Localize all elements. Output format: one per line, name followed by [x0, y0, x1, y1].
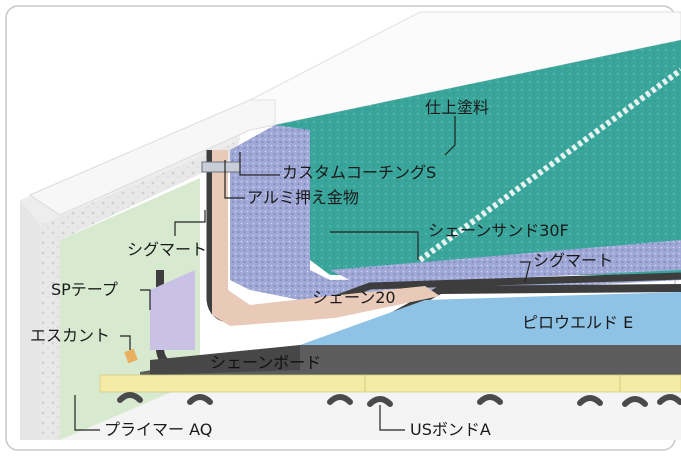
- shane-board-shadow: [150, 345, 300, 375]
- label-pirowelld: ピロウエルド E: [522, 313, 634, 332]
- finish-paint-surface: [275, 40, 681, 275]
- label-aluminum-hold: アルミ押え金物: [247, 188, 359, 207]
- parapet-front-edge: [20, 200, 40, 440]
- label-custom-coating: カスタムコーチングS: [282, 163, 437, 182]
- sp-tape: [150, 270, 195, 350]
- us-bond-beads: [117, 392, 681, 407]
- label-finish-paint: 仕上塗料: [425, 98, 490, 117]
- label-sigmart-right: シグマート: [533, 251, 614, 270]
- shane-sand-layer: [230, 125, 681, 300]
- label-shane-board: シェーンボード: [210, 353, 322, 372]
- label-primer: プライマー AQ: [104, 420, 213, 439]
- shane20-layer: [212, 150, 440, 326]
- label-us-bond: USボンドA: [410, 420, 491, 439]
- granite-strip: [330, 240, 681, 285]
- parapet-concrete-face: [40, 140, 240, 440]
- aluminum-hold-bracket: [201, 161, 241, 173]
- leader-lines: [74, 116, 531, 431]
- label-shane20: シェーン20: [312, 288, 396, 307]
- surface-stripe: [418, 67, 681, 263]
- label-sigmart-left: シグマート: [127, 240, 208, 259]
- label-escant: エスカント: [30, 326, 111, 345]
- label-sp-tape: SPテープ: [51, 280, 118, 299]
- parapet-cap-far: [249, 11, 681, 126]
- label-shane-sand: シェーンサンド30F: [428, 221, 569, 240]
- escant-piece: [124, 348, 138, 364]
- pirowelld-layer: [300, 292, 681, 345]
- base-board: [99, 374, 681, 393]
